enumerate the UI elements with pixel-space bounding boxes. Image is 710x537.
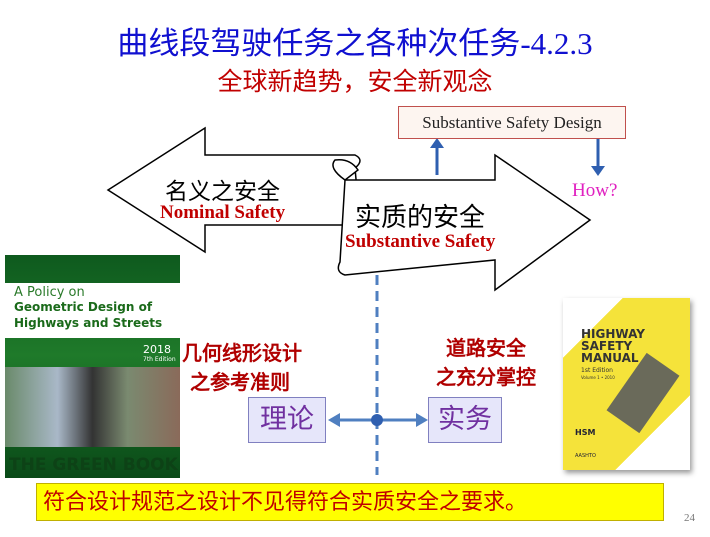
book-left-year: 2018 bbox=[143, 343, 171, 356]
left-caption-line1: 几何线形设计 bbox=[182, 341, 302, 365]
book-right-edition: 1st Edition bbox=[581, 367, 613, 374]
book-left-footer: THE GREEN BOOK bbox=[9, 455, 178, 475]
page-number: 24 bbox=[684, 512, 695, 524]
right-caption-line1: 道路安全 bbox=[446, 336, 526, 360]
book-right-logo: HSM bbox=[575, 428, 596, 437]
theory-box: 理论 bbox=[248, 397, 326, 443]
bottom-note: 符合设计规范之设计不见得符合实质安全之要求。 bbox=[36, 483, 664, 521]
book-right-publisher: AASHTO bbox=[575, 453, 596, 459]
substantive-arrow bbox=[332, 153, 592, 292]
nominal-arrow bbox=[106, 126, 361, 254]
book-left-edition: 7th Edition bbox=[143, 356, 176, 363]
subtitle: 全球新趋势，安全新观念 bbox=[217, 67, 493, 96]
book-right-line2: SAFETY bbox=[581, 339, 633, 353]
practice-box: 实务 bbox=[428, 397, 502, 443]
title-number: -4.2.3 bbox=[520, 26, 593, 61]
book-right-line3: MANUAL bbox=[581, 351, 639, 365]
book-right-line1: HIGHWAY bbox=[581, 327, 645, 341]
center-dot bbox=[371, 414, 383, 426]
slide-title: 曲线段驾驶任务之各种次任务-4.2.3 bbox=[0, 18, 710, 63]
book-left-line2: Geometric Design of bbox=[14, 300, 153, 314]
how-label: How? bbox=[572, 180, 618, 201]
substantive-safety-cn: 实质的安全 bbox=[355, 203, 486, 233]
book-left-line1: A Policy on bbox=[14, 285, 85, 300]
green-book-cover: A Policy on Geometric Design of Highways… bbox=[5, 255, 180, 478]
book-left-line3: Highways and Streets bbox=[14, 316, 163, 330]
left-caption-line2: 之参考准则 bbox=[190, 370, 290, 394]
nominal-safety-en: Nominal Safety bbox=[160, 202, 286, 223]
right-caption-line2: 之充分掌控 bbox=[436, 365, 536, 389]
nominal-safety-cn: 名义之安全 bbox=[165, 179, 280, 205]
book-right-volume: Volume 1 • 2010 bbox=[581, 375, 615, 380]
substantive-safety-design-box: Substantive Safety Design bbox=[398, 106, 626, 139]
substantive-safety-en: Substantive Safety bbox=[345, 231, 496, 252]
title-text: 曲线段驾驶任务之各种次任务 bbox=[117, 26, 521, 62]
